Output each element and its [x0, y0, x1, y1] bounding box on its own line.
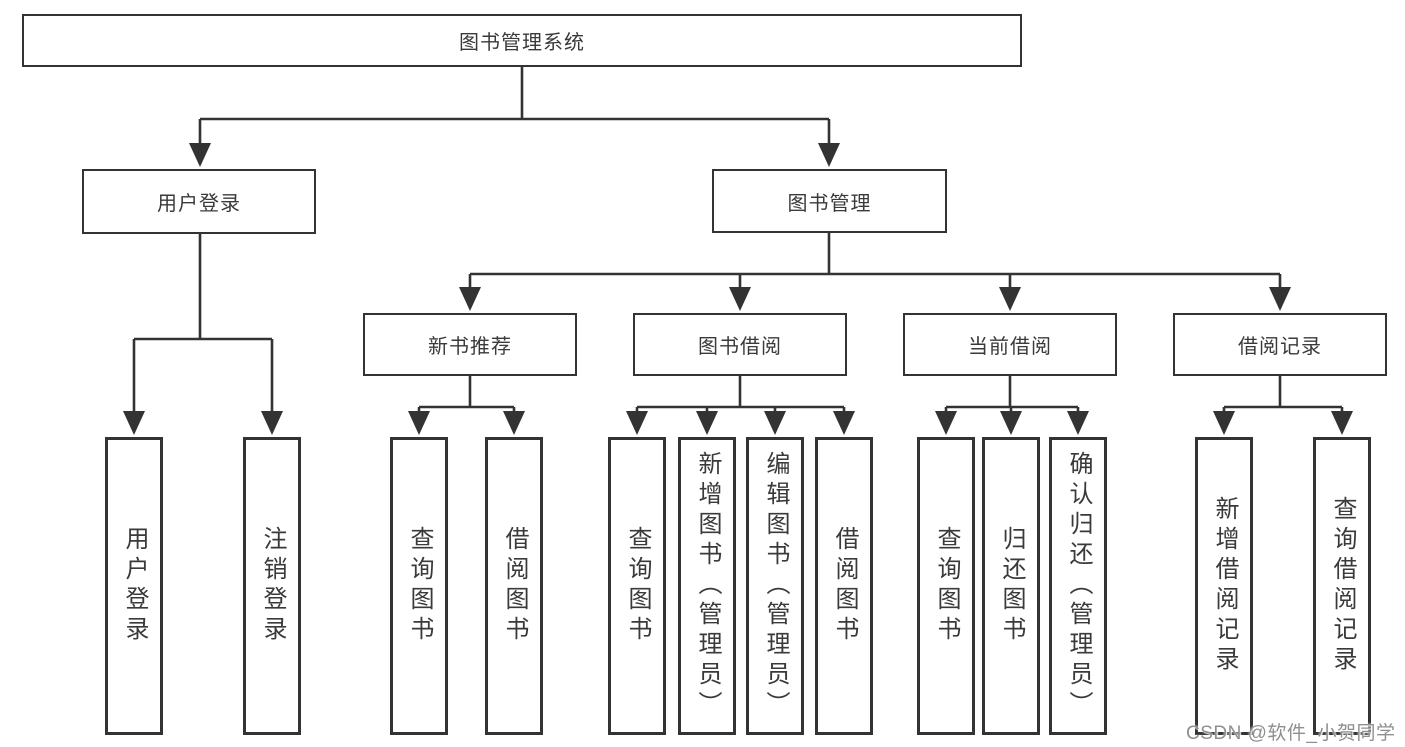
arrowhead [1213, 411, 1235, 435]
leaf-edit-book-admin: 编辑图书（管理员） [746, 437, 804, 735]
leaf-user-login: 用户登录 [105, 437, 163, 735]
node-label: 图书管理 [787, 192, 872, 215]
connector-root-to-level2 [198, 67, 831, 146]
leaf-query-borrow-record: 查询借阅记录 [1313, 437, 1371, 735]
arrowhead [626, 411, 648, 435]
node-library-management-system: 图书管理系统 [22, 14, 1022, 67]
leaf-label: 查询图书 [624, 526, 651, 646]
connector-bookmgmt-to-level3 [468, 233, 1282, 290]
node-user-login: 用户登录 [82, 169, 316, 234]
connector-newbooks-to-leaves [417, 376, 516, 414]
leaf-query-books-recommend: 查询图书 [390, 437, 448, 735]
leaf-label: 借阅图书 [501, 526, 528, 646]
connector-currentborrow-to-leaves [944, 376, 1080, 414]
leaf-query-books-current: 查询图书 [917, 437, 975, 735]
leaf-borrow-books-recommend: 借阅图书 [485, 437, 543, 735]
leaf-label: 新增借阅记录 [1211, 496, 1238, 676]
leaf-add-borrow-record: 新增借阅记录 [1195, 437, 1253, 735]
node-label: 图书借阅 [698, 336, 782, 358]
leaf-label: 查询图书 [406, 526, 433, 646]
arrowhead [1067, 411, 1089, 435]
connector-userlogin-to-leaves [132, 234, 274, 414]
leaf-return-book: 归还图书 [982, 437, 1040, 735]
arrowhead [1269, 287, 1291, 311]
node-new-book-recommendation: 新书推荐 [363, 313, 577, 376]
leaf-borrow-books: 借阅图书 [815, 437, 873, 735]
arrowhead [999, 287, 1021, 311]
leaf-label: 归还图书 [998, 526, 1025, 646]
connector-bookborrow-to-leaves [635, 376, 846, 414]
csdn-watermark: CSDN @软件_小贺同学 [1186, 723, 1396, 744]
leaf-confirm-return-admin: 确认归还（管理员） [1049, 437, 1107, 735]
leaf-label: 用户登录 [121, 526, 148, 646]
leaf-query-books-borrow: 查询图书 [608, 437, 666, 735]
leaf-label: 查询借阅记录 [1329, 496, 1356, 676]
leaf-label: 查询图书 [933, 526, 960, 646]
leaf-add-book-admin: 新增图书（管理员） [678, 437, 736, 735]
arrowhead [764, 411, 786, 435]
arrowhead [696, 411, 718, 435]
arrowhead [729, 287, 751, 311]
leaf-label: 借阅图书 [831, 526, 858, 646]
node-label: 借阅记录 [1238, 336, 1322, 358]
arrowhead [459, 287, 481, 311]
arrowhead [503, 411, 525, 435]
node-label: 图书管理系统 [459, 32, 585, 54]
node-current-borrowing: 当前借阅 [903, 313, 1117, 376]
node-book-borrowing: 图书借阅 [633, 313, 847, 376]
leaf-label: 确认归还（管理员） [1065, 451, 1092, 721]
node-label: 新书推荐 [428, 336, 512, 358]
node-label: 当前借阅 [968, 336, 1052, 358]
arrowhead [833, 411, 855, 435]
leaf-label: 编辑图书（管理员） [762, 451, 789, 721]
node-book-management: 图书管理 [712, 169, 947, 233]
arrowhead [408, 411, 430, 435]
arrowhead [189, 143, 211, 167]
arrowhead [1331, 411, 1353, 435]
arrowhead [261, 411, 283, 435]
leaf-logout: 注销登录 [243, 437, 301, 735]
leaf-label: 新增图书（管理员） [694, 451, 721, 721]
arrowhead [123, 411, 145, 435]
node-borrowing-records: 借阅记录 [1173, 313, 1387, 376]
arrowhead [1000, 411, 1022, 435]
arrowhead [935, 411, 957, 435]
connector-records-to-leaves [1222, 376, 1344, 414]
node-label: 用户登录 [157, 193, 241, 215]
leaf-label: 注销登录 [259, 526, 286, 646]
arrowhead [818, 143, 840, 167]
